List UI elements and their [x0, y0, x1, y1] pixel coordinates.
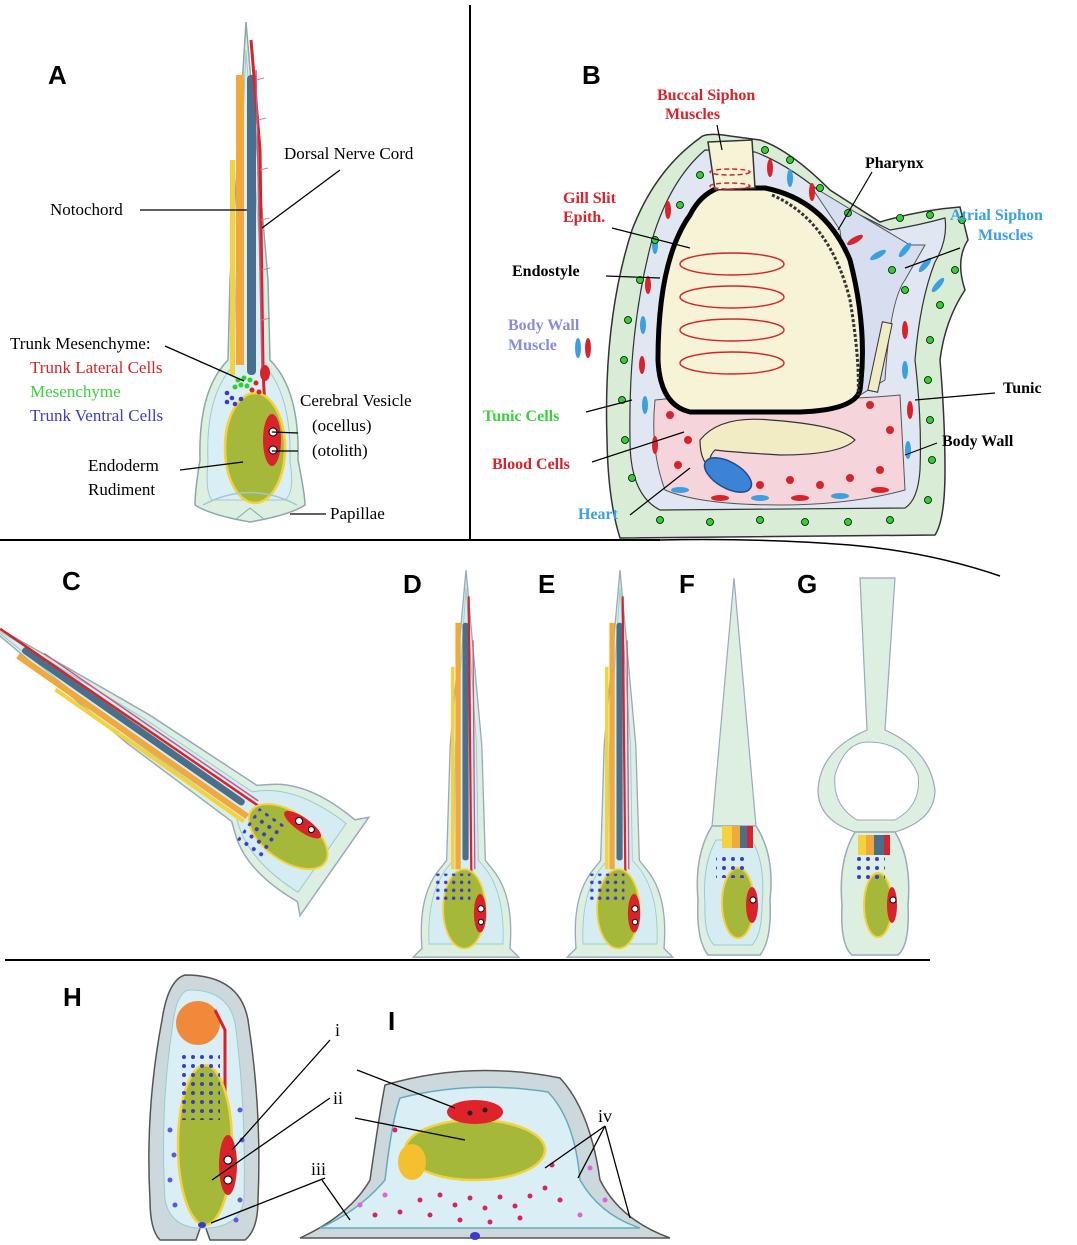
otolith-a [269, 446, 277, 454]
orange-cell-h [176, 1001, 220, 1045]
label-endoderm: Endoderm [88, 456, 159, 475]
larva-d [413, 570, 519, 957]
panel-h: H [63, 975, 259, 1240]
label-blood-cells: Blood Cells [492, 456, 570, 473]
notochord-a [247, 75, 256, 375]
panel-f: F [679, 569, 771, 955]
panel-i: I [300, 1006, 670, 1240]
larva-e [567, 570, 673, 957]
label-trunk-ventral-cells: Trunk Ventral Cells [30, 406, 163, 425]
label-atrial-siphon-2: Muscles [978, 227, 1033, 244]
panel-g: G [797, 569, 935, 955]
panel-b: B [483, 60, 1043, 538]
panel-letter-c: C [62, 566, 81, 596]
panel-c: C [0, 565, 369, 916]
label-trunk-mesenchyme: Trunk Mesenchyme: [10, 334, 151, 353]
divider-top-rough [660, 540, 1000, 576]
larva-c [0, 565, 369, 916]
panel-letter-a: A [48, 60, 67, 90]
panel-letter-f: F [679, 569, 695, 599]
panel-letter-g: G [797, 569, 817, 599]
label-dorsal-nerve-cord: Dorsal Nerve Cord [284, 144, 414, 163]
endoderm-i [405, 1120, 545, 1180]
label-trunk-lateral-cells: Trunk Lateral Cells [30, 358, 163, 377]
label-tunic: Tunic [1003, 380, 1042, 397]
buccal-siphon-b [708, 140, 755, 190]
label-roman-ii: ii [333, 1088, 343, 1108]
label-buccal-siphon-1: Buccal Siphon [657, 87, 755, 104]
label-mesenchyme: Mesenchyme [30, 382, 121, 401]
label-atrial-siphon-1: Atrial Siphon [950, 207, 1043, 224]
label-roman-iii: iii [311, 1159, 326, 1179]
label-heart: Heart [578, 506, 619, 523]
label-gill-slit-1: Gill Slit [563, 190, 617, 207]
label-tunic-cells: Tunic Cells [483, 408, 559, 425]
label-buccal-siphon-2: Muscles [665, 106, 720, 123]
label-rudiment: Rudiment [88, 480, 155, 499]
panel-d: D [403, 569, 519, 957]
panel-e: E [538, 569, 673, 957]
label-papillae: Papillae [330, 504, 385, 523]
panel-letter-e: E [538, 569, 555, 599]
muscle-orange-a [236, 75, 244, 365]
label-body-wall: Body Wall [942, 433, 1014, 450]
larva-a [195, 22, 305, 522]
label-roman-i: i [335, 1020, 340, 1040]
panel-letter-i: I [388, 1006, 395, 1036]
label-roman-iv: iv [598, 1106, 612, 1126]
label-ocellus: (ocellus) [312, 416, 371, 435]
label-endostyle: Endostyle [512, 263, 580, 280]
label-body-wall-muscle-1: Body Wall [508, 317, 580, 334]
label-otolith: (otolith) [312, 441, 368, 460]
label-body-wall-muscle-2: Muscle [508, 337, 557, 354]
muscle-yellow-a [230, 160, 235, 375]
red-cluster-i [447, 1100, 503, 1124]
panel-letter-h: H [63, 982, 82, 1012]
label-cerebral-vesicle: Cerebral Vesicle [300, 391, 412, 410]
label-pharynx: Pharynx [865, 155, 924, 172]
panel-letter-b: B [582, 60, 601, 90]
label-notochord: Notochord [50, 200, 123, 219]
label-gill-slit-2: Epith. [563, 209, 605, 226]
tail-f [712, 578, 756, 826]
cerebral-vesicle-a [263, 414, 281, 466]
panel-a: A [10, 22, 414, 523]
panel-letter-d: D [403, 569, 422, 599]
